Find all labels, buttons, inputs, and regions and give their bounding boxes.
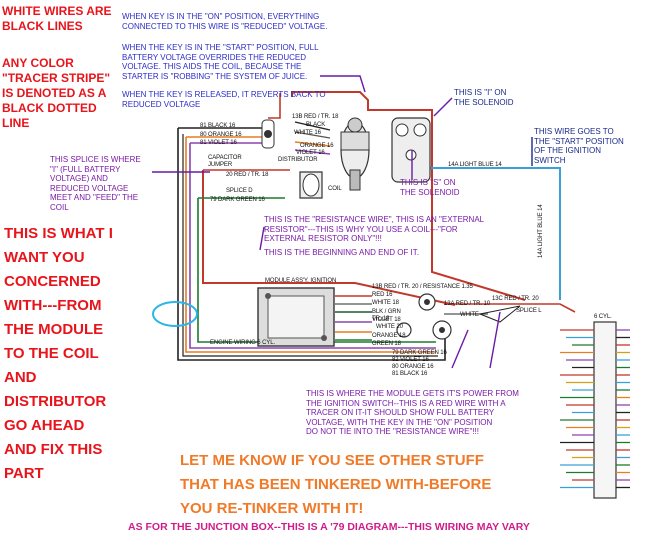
legend-white-wires: WHITE WIRES ARE BLACK LINES <box>2 4 112 33</box>
label-violet18: VIOLET 18 <box>372 317 401 323</box>
arrow-key-on <box>320 75 366 93</box>
black-harness-left <box>177 128 446 361</box>
bottom-note: LET ME KNOW IF YOU SEE OTHER STUFF THAT … <box>180 452 492 517</box>
note-beginning: THIS IS THE BEGINNING AND END OF IT. <box>264 248 419 257</box>
label-distributor: DISTRIBUTOR <box>278 157 318 163</box>
label-m13c: 13C RED / TR. 20 <box>492 296 539 302</box>
label-mwhite: WHITE <box>460 312 479 318</box>
legend-tracer-stripe: ANY COLOR "TRACER STRIPE" IS DENOTED AS … <box>2 56 111 130</box>
solenoid-drawing <box>391 117 431 183</box>
label-white: WHITE 16 <box>294 130 321 136</box>
label-w13b: 13B RED / TR. 18 <box>292 114 339 120</box>
label-w79: 79 DARK GREEN 16 <box>210 197 265 203</box>
arrow-solenoid-i <box>433 97 453 117</box>
red-wire-loop-13b <box>291 91 526 301</box>
note-s-solenoid: THIS IS "S" ON THE SOLENOID <box>400 178 460 197</box>
label-m13a: 13A RED / TR. 10 <box>444 301 490 307</box>
label-w81: 81 BLACK 16 <box>200 123 236 129</box>
note-start-wire: THIS WIRE GOES TO THE "START" POSITION O… <box>534 127 624 165</box>
label-m82: 82 VIOLET 16 <box>392 357 429 363</box>
footer-note: AS FOR THE JUNCTION BOX--THIS IS A '79 D… <box>128 521 530 533</box>
label-orange18: ORANGE 18 <box>372 333 406 339</box>
arrow-module-power-2 <box>489 311 501 369</box>
coil-drawing <box>299 171 323 199</box>
label-w80: 80 ORANGE 16 <box>200 132 242 138</box>
note-i-solenoid: THIS IS "I" ON THE SOLENOID <box>454 88 514 107</box>
module-connectors-drawing <box>396 293 452 340</box>
black-harness-left-2 <box>182 134 438 357</box>
label-engine-wiring: ENGINE WIRING 6 CYL. <box>210 340 276 346</box>
concern-note: THIS IS WHAT I WANT YOU CONCERNED WITH--… <box>4 225 113 482</box>
label-m81: 81 BLACK 16 <box>392 371 428 377</box>
label-m80: 80 ORANGE 16 <box>392 364 434 370</box>
label-w81v: 81 VIOLET 16 <box>200 140 237 146</box>
note-key-start: WHEN THE KEY IS IN THE "START" POSITION,… <box>122 43 319 81</box>
dist-wire-violet <box>294 149 331 155</box>
note-key-released: WHEN THE KEY IS RELEASED, IT REVERTS BAC… <box>122 90 326 109</box>
label-w14a: 14A LIGHT BLUE 14 <box>448 162 502 168</box>
arrow-module-power <box>451 329 469 369</box>
label-red16: RED 16 <box>372 292 393 298</box>
label-violet: VIOLET 16 <box>296 150 325 156</box>
label-black: BLACK <box>306 122 326 128</box>
note-splice: THIS SPLICE IS WHERE "I" (FULL BATTERY V… <box>50 155 141 212</box>
coil-connector-drawing <box>261 119 275 149</box>
label-lightblue-vertical: 14A LIGHT BLUE 14 <box>538 204 544 258</box>
highlight-ellipse <box>152 301 198 327</box>
orange-wire-left <box>185 137 436 353</box>
light-blue-start-wire <box>428 167 561 300</box>
splice-l-wire <box>500 303 576 313</box>
arrow-resistance <box>259 226 265 251</box>
dist-wire-white <box>294 131 331 139</box>
red-wire-main-outer <box>202 170 456 306</box>
distributor-drawing <box>340 117 370 191</box>
note-key-on: WHEN KEY IS IN THE "ON" POSITION, EVERYT… <box>122 12 328 31</box>
label-module: MODULE ASS'Y. IGNITION <box>265 278 337 284</box>
green-wire-left <box>197 198 436 343</box>
label-white18: WHITE 18 <box>372 300 399 306</box>
note-module-power: THIS IS WHERE THE MODULE GETS IT'S POWER… <box>306 389 519 436</box>
label-six-cyl: 6 CYL. <box>594 314 612 320</box>
label-m13b: 13B RED / TR. 20 / RESISTANCE 1.35 <box>372 284 473 290</box>
label-capacitor: CAPACITOR JUMPER <box>208 155 242 168</box>
label-splice-l: SPLICE L <box>516 308 542 314</box>
dist-wire-orange <box>294 141 331 147</box>
dist-wire-black <box>294 121 331 131</box>
label-m79: 79 DARK GREEN 16 <box>392 350 447 356</box>
label-w20: 20 RED / TR. 18 <box>226 172 269 178</box>
label-blkgrn: BLK / GRN TR. 18 <box>372 309 401 322</box>
label-orange: ORANGE 16 <box>300 143 334 149</box>
label-white20: WHITE 20 <box>376 324 403 330</box>
red-wire-to-module <box>268 93 281 119</box>
ignition-module-drawing <box>257 287 335 347</box>
label-green18: GREEN 18 <box>372 341 401 347</box>
violet-wire-left <box>189 143 436 349</box>
junction-box-drawing <box>560 321 630 499</box>
note-resistance: THIS IS THE "RESISTANCE WIRE", THIS IS A… <box>264 215 485 243</box>
label-coil: COIL <box>328 186 342 192</box>
splice-l-arrow <box>478 305 521 323</box>
label-splice-d: SPLICE D <box>226 188 253 194</box>
